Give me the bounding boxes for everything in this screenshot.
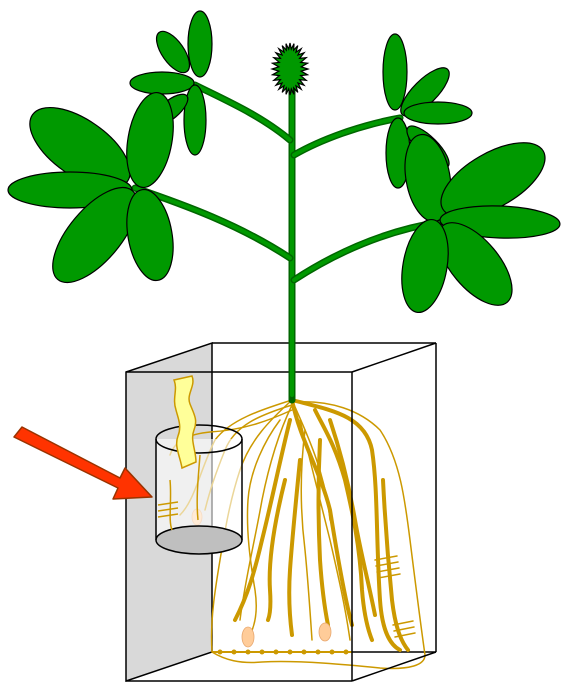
leaf [130, 72, 194, 94]
leaf [404, 102, 472, 124]
flower-head-icon [272, 43, 308, 95]
flower-spiky-outline [272, 43, 308, 95]
box-top-right-diag [352, 343, 436, 372]
cylindrical-cup-icon [156, 425, 243, 554]
cup-body [156, 439, 243, 540]
root-thick-9 [319, 440, 329, 625]
root-spot-1 [242, 627, 254, 647]
root-thick-5 [289, 460, 300, 635]
leaf [188, 11, 212, 77]
root-spot-2 [319, 623, 331, 641]
leaf [383, 34, 407, 110]
branch-upper-right [294, 118, 400, 155]
cup-bottom [156, 526, 242, 554]
